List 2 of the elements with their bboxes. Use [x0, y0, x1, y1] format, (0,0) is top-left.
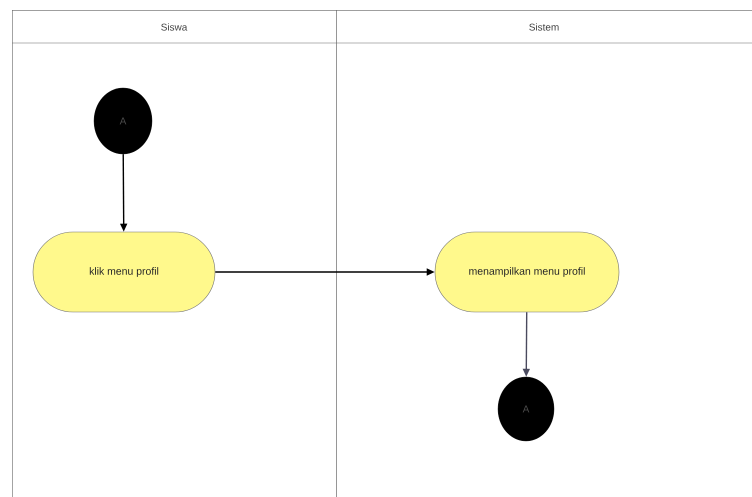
- activity-box: klik menu profil: [32, 232, 216, 312]
- activity-box: menampilkan menu profil: [434, 232, 620, 312]
